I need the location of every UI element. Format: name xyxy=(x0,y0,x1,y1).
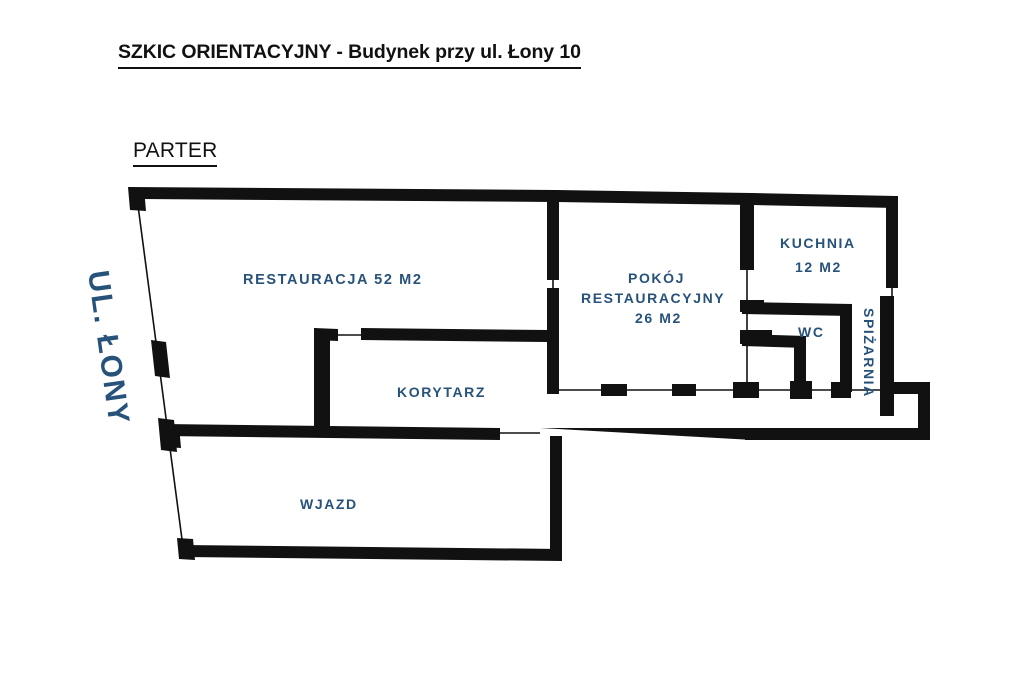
wall-right-upper xyxy=(886,196,898,288)
wall-restauracja-right-lower xyxy=(547,288,559,394)
facade-pier-upper xyxy=(151,340,170,378)
room-label-korytarz: KORYTARZ xyxy=(397,384,486,400)
wall-wc-stub-horizontal xyxy=(742,334,806,348)
wall-restauracja-right-upper xyxy=(547,190,559,280)
wall-protrusion-top xyxy=(880,382,930,394)
wall-right-lower xyxy=(880,296,894,416)
room-label-wc: WC xyxy=(798,324,825,340)
wall-wjazd-right xyxy=(550,436,562,549)
wall-spizarnia-left xyxy=(840,304,852,392)
wall-korytarz-top xyxy=(361,328,548,342)
street-label: UL. ŁONY xyxy=(81,268,135,427)
wall-bottom xyxy=(182,545,562,561)
wall-group-exterior xyxy=(128,187,930,561)
room-label-kuchnia-line2: 12 M2 xyxy=(795,259,842,275)
wall-korytarz-corner xyxy=(314,328,338,341)
wall-top-middle xyxy=(556,190,752,205)
wall-protrusion-right xyxy=(918,382,930,440)
wall-block-3 xyxy=(733,382,759,398)
wall-block-1 xyxy=(601,384,627,396)
wall-top-right xyxy=(752,193,898,208)
wall-block-2 xyxy=(672,384,696,396)
facade-pier-lower xyxy=(158,418,177,452)
wall-mid-horizontal-right xyxy=(540,428,753,440)
wall-group-interior xyxy=(314,190,880,430)
wall-mid-horizontal-left xyxy=(163,424,500,440)
wall-korytarz-left xyxy=(314,328,330,430)
room-label-spizarnia: SPIŻARNIA xyxy=(861,308,877,398)
wall-group-street-facade xyxy=(136,197,184,548)
wall-pokoj-right-upper xyxy=(740,193,754,270)
room-label-pokoj-line1: POKÓJ xyxy=(628,269,685,286)
room-label-restauracja: RESTAURACJA 52 M2 xyxy=(243,272,422,288)
wall-protrusion-bottom xyxy=(745,428,930,440)
room-label-pokoj-line3: 26 M2 xyxy=(635,310,682,326)
room-label-pokoj-line2: RESTAURACYJNY xyxy=(581,290,725,306)
floor-heading: PARTER xyxy=(133,139,218,167)
room-label-wjazd: WJAZD xyxy=(300,496,358,512)
room-label-kuchnia-line1: KUCHNIA xyxy=(780,235,856,251)
wall-wc-stub-vertical xyxy=(794,336,806,392)
wall-kuchnia-bottom xyxy=(742,302,852,316)
wall-top-left xyxy=(128,187,556,202)
page-title: SZKIC ORIENTACYJNY - Budynek przy ul. Ło… xyxy=(118,41,581,69)
wall-corner-bottom-left xyxy=(177,538,195,560)
